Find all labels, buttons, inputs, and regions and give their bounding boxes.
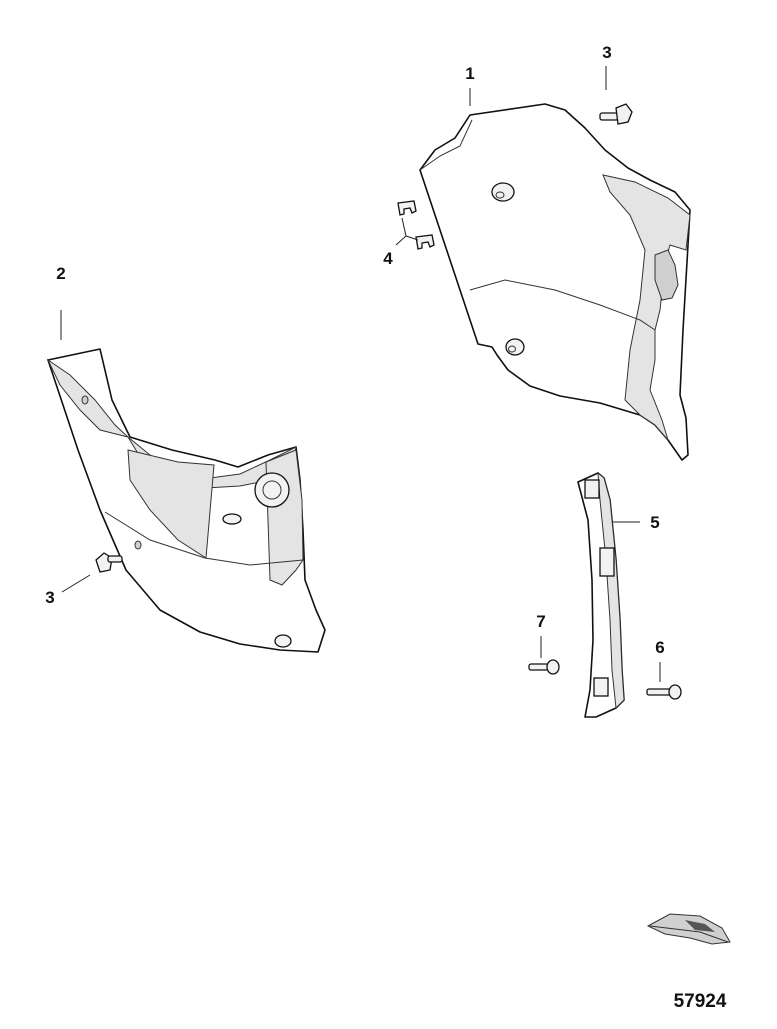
callout-2: 2	[56, 264, 65, 283]
callout-4: 4	[383, 249, 393, 268]
callout-3-upper: 3	[602, 43, 611, 62]
screw-7	[528, 659, 560, 675]
clip-4-lower	[415, 234, 435, 250]
boss-rib	[254, 472, 290, 508]
callout-6: 6	[655, 638, 664, 657]
locator-thumbnail	[646, 913, 731, 945]
clip-4-upper	[397, 200, 417, 216]
screw-6	[646, 684, 682, 700]
clip-bottom	[593, 677, 609, 697]
leader-4	[395, 217, 419, 246]
callout-1: 1	[465, 64, 474, 83]
leader-3-lower	[61, 574, 91, 593]
callout-7: 7	[536, 612, 545, 631]
part-2-lower-cowl-panel	[46, 348, 326, 653]
screw-3-lower	[95, 552, 123, 573]
figure-number: 57924	[674, 991, 727, 1012]
screw-3-upper	[599, 103, 633, 125]
part-1-upper-cowl-panel	[419, 103, 691, 461]
callout-3-lower: 3	[45, 588, 54, 607]
slot-grommet	[222, 513, 242, 525]
clip-middle	[599, 547, 615, 577]
grommet-upper	[491, 182, 515, 202]
grommet-bottom	[274, 634, 292, 648]
clip-top	[584, 479, 600, 499]
part-5-support-strip	[577, 471, 625, 718]
callout-5: 5	[650, 513, 659, 532]
